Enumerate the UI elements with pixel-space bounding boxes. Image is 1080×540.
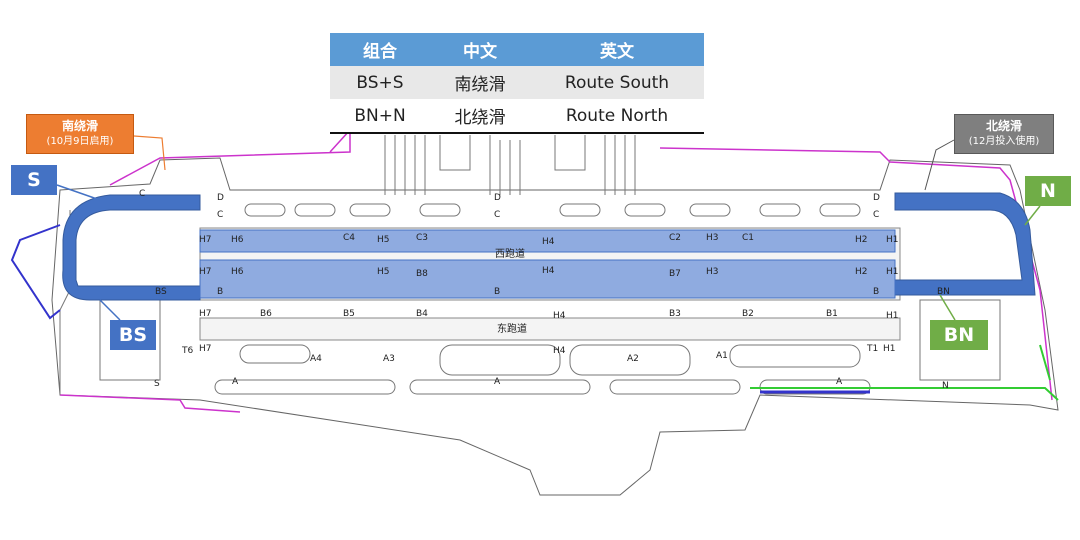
taxiway-label: H5 — [377, 267, 390, 277]
taxiway-label: H7 — [199, 309, 212, 319]
route-tag-s: S — [11, 165, 57, 195]
runway-east-label: 东跑道 — [497, 322, 527, 335]
taxiway-label: A4 — [310, 354, 322, 364]
cell-chinese: 南绕滑 — [430, 66, 530, 99]
north-route-callout: 北绕滑 (12月投入使用) — [954, 114, 1054, 154]
taxiway-label: C2 — [669, 233, 681, 243]
taxiway-label: H3 — [706, 233, 719, 243]
taxiway-label: T6 — [181, 346, 193, 356]
taxiway-label: A — [494, 377, 501, 387]
taxiway-label: C — [217, 210, 223, 220]
taxiway-label: A1 — [716, 351, 728, 361]
taxiway-label: A — [232, 377, 239, 387]
runway-west-label: 西跑道 — [495, 247, 525, 260]
cell-combination: BS+S — [330, 66, 430, 99]
west-runway-highlight-upper — [199, 229, 896, 253]
header-combination: 组合 — [330, 33, 430, 66]
taxiway-label: B8 — [416, 269, 428, 279]
taxiway-label: H6 — [231, 235, 244, 245]
north-perimeter-taxiway — [750, 344, 1059, 401]
bn-tag-leader — [939, 294, 956, 321]
taxiway-label: D — [217, 193, 224, 203]
cell-chinese: 北绕滑 — [430, 99, 530, 134]
taxiway-label: C — [139, 189, 145, 199]
route-tag-bn: BN — [930, 320, 988, 350]
south-callout-title: 南绕滑 — [61, 119, 98, 133]
taxiway-label: B1 — [826, 309, 838, 319]
taxiway-label: S — [154, 379, 160, 389]
south-route-callout: 南绕滑 (10月9日启用) — [26, 114, 134, 154]
taxiway-label: H4 — [542, 266, 555, 276]
taxiway-label: C — [494, 210, 500, 220]
taxiway-label: H3 — [706, 267, 719, 277]
north-callout-note: (12月投入使用) — [968, 136, 1040, 147]
taxiway-label: H1 — [883, 344, 896, 354]
taxiway-label: B4 — [416, 309, 428, 319]
taxiway-label: B — [217, 287, 223, 297]
taxiway-label: B — [494, 287, 500, 297]
cell-english: Route North — [530, 99, 704, 134]
east-runway — [199, 317, 901, 341]
taxiway-label: H1 — [886, 311, 899, 321]
table-row: BS+S 南绕滑 Route South — [330, 66, 704, 99]
taxiway-label: T1 — [866, 344, 878, 354]
taxiway-label: H4 — [553, 346, 566, 356]
header-chinese: 中文 — [430, 33, 530, 66]
cell-combination: BN+N — [330, 99, 430, 134]
taxiway-label: H2 — [855, 235, 868, 245]
taxiway-label: B — [873, 287, 879, 297]
taxiway-label: H6 — [231, 267, 244, 277]
taxiway-label: B5 — [343, 309, 355, 319]
taxiway-label: B2 — [742, 309, 754, 319]
header-english: 英文 — [530, 33, 704, 66]
north-callout-title: 北绕滑 — [985, 119, 1022, 133]
west-loop-outline — [59, 210, 200, 395]
airfield-boundary — [59, 128, 1053, 413]
bs-tag-leader — [99, 299, 121, 321]
taxiway-label: D — [873, 193, 880, 203]
taxiway-label: N — [942, 381, 949, 391]
taxiway-label: H7 — [199, 344, 212, 354]
route-tag-bs: BS — [110, 320, 156, 350]
s-tag-leader — [56, 184, 101, 201]
south-callout-note: (10月9日启用) — [46, 136, 114, 147]
west-perimeter-taxiway — [10, 224, 61, 320]
taxiway-label: H1 — [886, 235, 899, 245]
terminal-stubs — [384, 135, 636, 195]
taxiway-islands — [99, 203, 1001, 395]
west-runway-highlight-lower — [199, 259, 896, 299]
south-callout-leader — [133, 135, 166, 171]
taxiway-label: H2 — [855, 267, 868, 277]
taxiway-label: C3 — [416, 233, 428, 243]
airfield-outline — [51, 157, 1059, 496]
taxiway-label: B7 — [669, 269, 681, 279]
taxiway-label: C — [873, 210, 879, 220]
taxiway-label: A3 — [383, 354, 395, 364]
taxiway-label: H4 — [553, 311, 566, 321]
route-legend-table: 组合 中文 英文 BS+S 南绕滑 Route South BN+N 北绕滑 R… — [330, 33, 704, 134]
taxiway-label: A — [836, 377, 843, 387]
taxiway-label: H5 — [377, 235, 390, 245]
taxiway-label: BS — [155, 287, 167, 297]
taxiway-label: C1 — [742, 233, 754, 243]
taxiway-label: H4 — [542, 237, 555, 247]
taxiway-label: B6 — [260, 309, 272, 319]
north-callout-leader — [924, 139, 955, 191]
taxiway-label: B3 — [669, 309, 681, 319]
cell-english: Route South — [530, 66, 704, 99]
taxiway-label: H7 — [199, 235, 212, 245]
n-tag-leader — [1024, 205, 1041, 226]
table-row: BN+N 北绕滑 Route North — [330, 99, 704, 134]
taxiway-label: H7 — [199, 267, 212, 277]
taxiway-label: H1 — [886, 267, 899, 277]
north-route-band — [894, 192, 1036, 296]
route-tag-n: N — [1025, 176, 1071, 206]
taxiway-label: D — [494, 193, 501, 203]
taxiway-label: C4 — [343, 233, 355, 243]
taxiway-label: A2 — [627, 354, 639, 364]
south-route-band — [62, 194, 201, 301]
taxiway-label: BN — [937, 287, 950, 297]
